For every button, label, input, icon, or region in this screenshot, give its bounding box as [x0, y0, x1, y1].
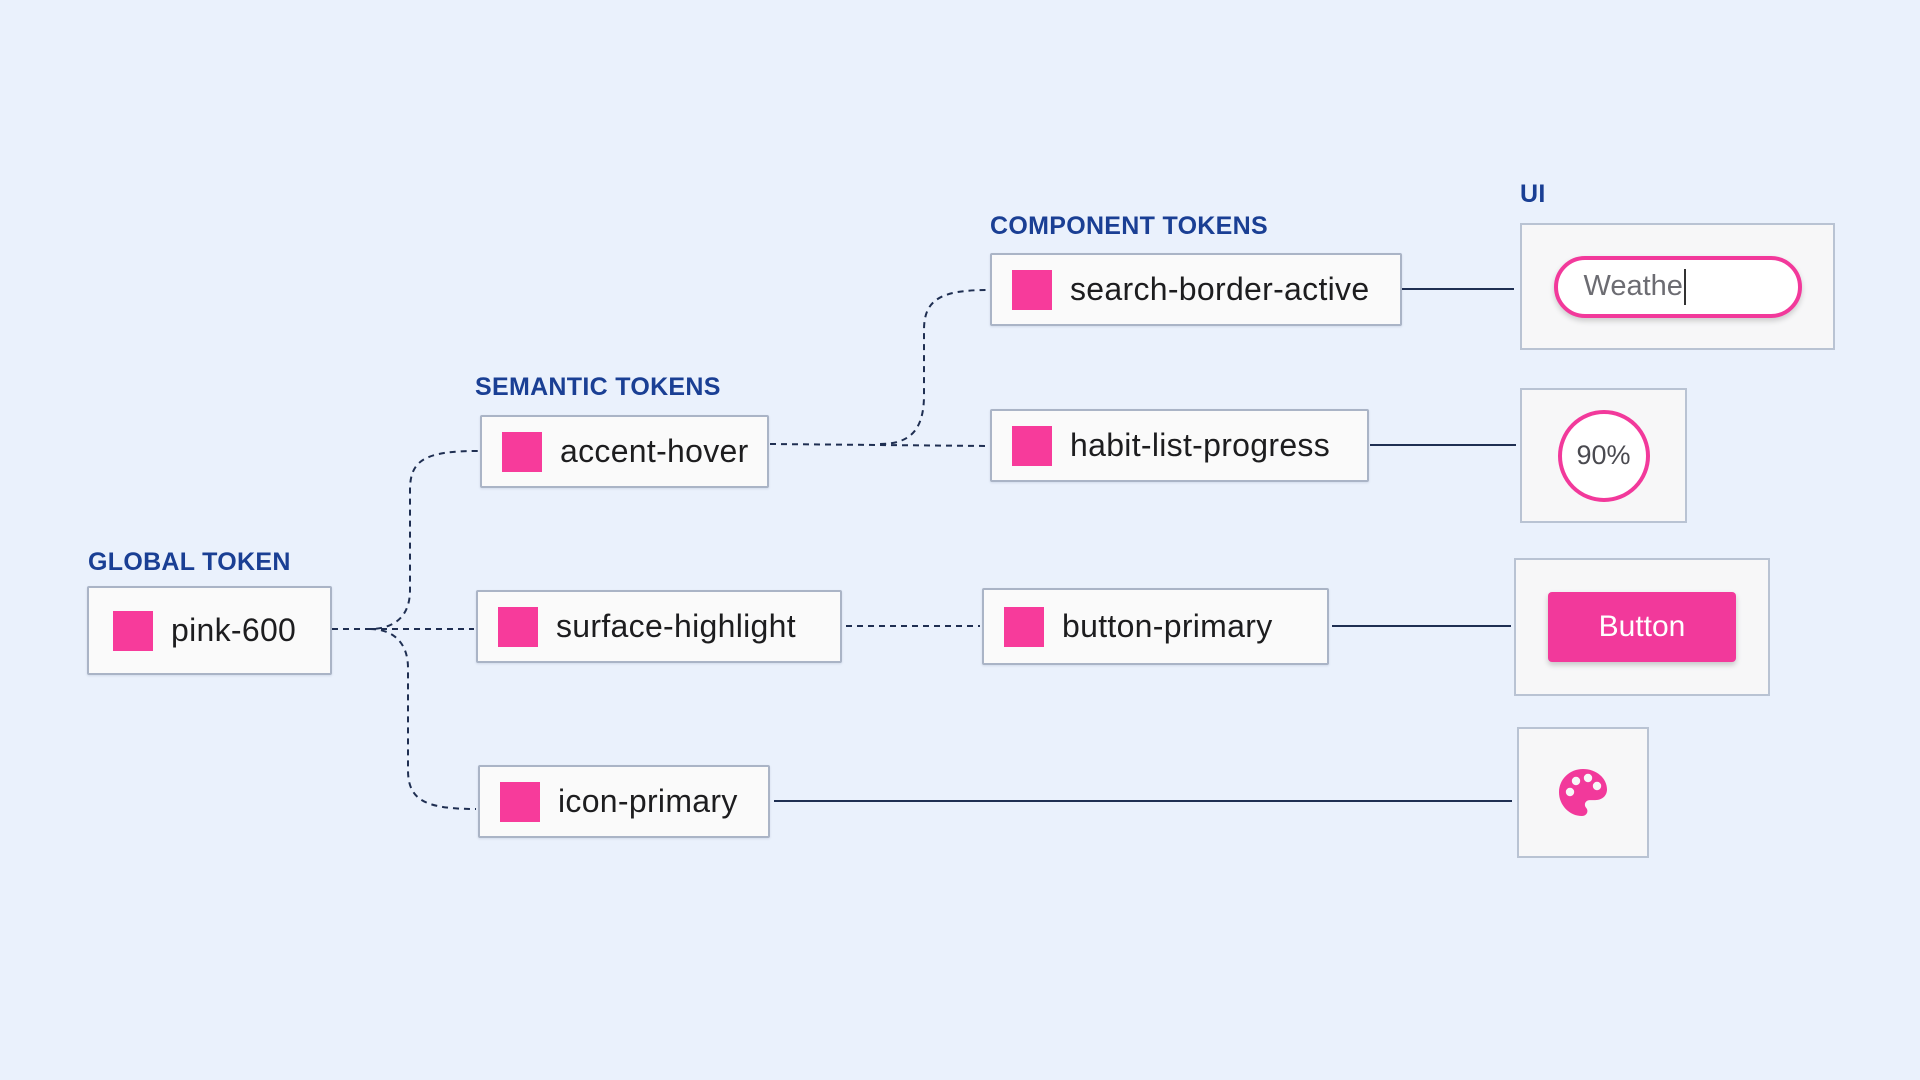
pink-swatch	[113, 610, 153, 651]
component-token-button-primary[interactable]: button-primary	[982, 588, 1329, 665]
search-value: Weathe	[1583, 270, 1683, 302]
component-token-search-border-active[interactable]: search-border-active	[990, 253, 1402, 326]
global-token-heading: GLOBAL TOKEN	[88, 548, 291, 576]
progress-ring: 90%	[1557, 409, 1650, 502]
ui-example-progress: 90%	[1520, 388, 1687, 523]
text-caret	[1683, 268, 1686, 305]
palette-icon	[1559, 768, 1607, 816]
global-token-pink-600[interactable]: pink-600	[87, 586, 332, 675]
pink-swatch	[498, 606, 538, 647]
connector-global-to-icon-primary	[369, 628, 477, 810]
token-label: button-primary	[1062, 608, 1273, 644]
token-label: icon-primary	[558, 783, 738, 819]
primary-button[interactable]: Button	[1548, 592, 1736, 662]
pink-swatch	[1012, 269, 1052, 310]
semantic-token-surface-highlight[interactable]: surface-highlight	[476, 590, 842, 663]
token-label: accent-hover	[560, 433, 749, 469]
token-label: habit-list-progress	[1070, 427, 1331, 463]
search-input[interactable]: Weathe	[1553, 255, 1802, 318]
connector-accent-hover-to-search-border-active	[879, 289, 989, 445]
semantic-token-accent-hover[interactable]: accent-hover	[480, 415, 769, 488]
ui-heading: UI	[1520, 180, 1546, 208]
semantic-token-icon-primary[interactable]: icon-primary	[478, 765, 770, 838]
pink-swatch	[1004, 606, 1044, 647]
ui-example-icon	[1517, 727, 1649, 858]
token-label: search-border-active	[1070, 271, 1370, 307]
component-token-habit-list-progress[interactable]: habit-list-progress	[990, 409, 1369, 482]
connector-global-to-accent-hover	[332, 450, 479, 630]
pink-swatch	[500, 781, 540, 822]
ui-example-search: Weathe	[1520, 223, 1835, 350]
ui-example-button: Button	[1514, 558, 1770, 696]
token-label: pink-600	[171, 612, 297, 648]
connector-accent-hover-to-habit-list-progress	[769, 443, 989, 447]
pink-swatch	[1012, 425, 1052, 466]
token-label: surface-highlight	[556, 608, 796, 644]
pink-swatch	[502, 431, 542, 472]
component-tokens-heading: COMPONENT TOKENS	[990, 212, 1268, 240]
semantic-tokens-heading: SEMANTIC TOKENS	[475, 373, 721, 401]
progress-label: 90%	[1576, 440, 1631, 470]
